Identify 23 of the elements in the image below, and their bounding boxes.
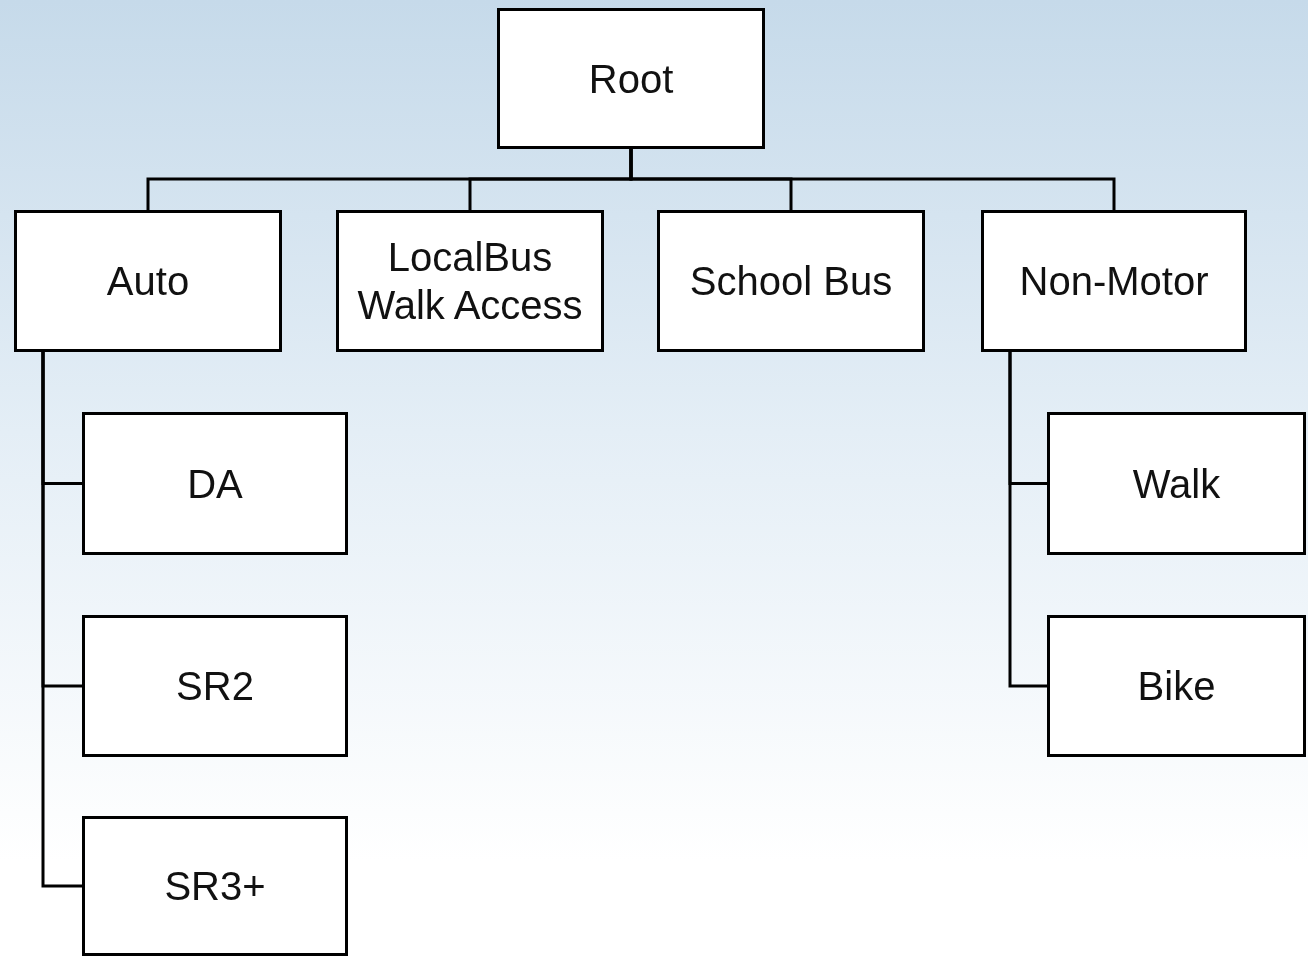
category-box bbox=[14, 210, 282, 352]
box-label: SR2 bbox=[175, 663, 255, 710]
box-label: Auto bbox=[105, 258, 191, 305]
box-label: DA bbox=[186, 460, 244, 508]
category-box bbox=[657, 210, 925, 352]
category-box bbox=[82, 412, 348, 555]
box-label: LocalBus Walk Access bbox=[356, 234, 584, 329]
box-label: SR3+ bbox=[163, 863, 267, 910]
connector-line bbox=[41, 352, 82, 888]
category-box bbox=[336, 210, 604, 352]
category-box bbox=[1047, 412, 1306, 555]
category-box bbox=[1047, 615, 1306, 757]
category-box bbox=[981, 210, 1247, 352]
category-box bbox=[497, 8, 765, 149]
box-label: School Bus bbox=[688, 258, 894, 305]
box-label: Root bbox=[587, 55, 675, 103]
connector-line bbox=[1008, 352, 1047, 688]
category-box bbox=[82, 615, 348, 757]
connector-line bbox=[629, 149, 1116, 210]
box-label: Bike bbox=[1136, 663, 1217, 710]
box-label: Non-Motor bbox=[1018, 258, 1210, 305]
box-label: Walk bbox=[1131, 460, 1222, 508]
category-box bbox=[82, 816, 348, 956]
